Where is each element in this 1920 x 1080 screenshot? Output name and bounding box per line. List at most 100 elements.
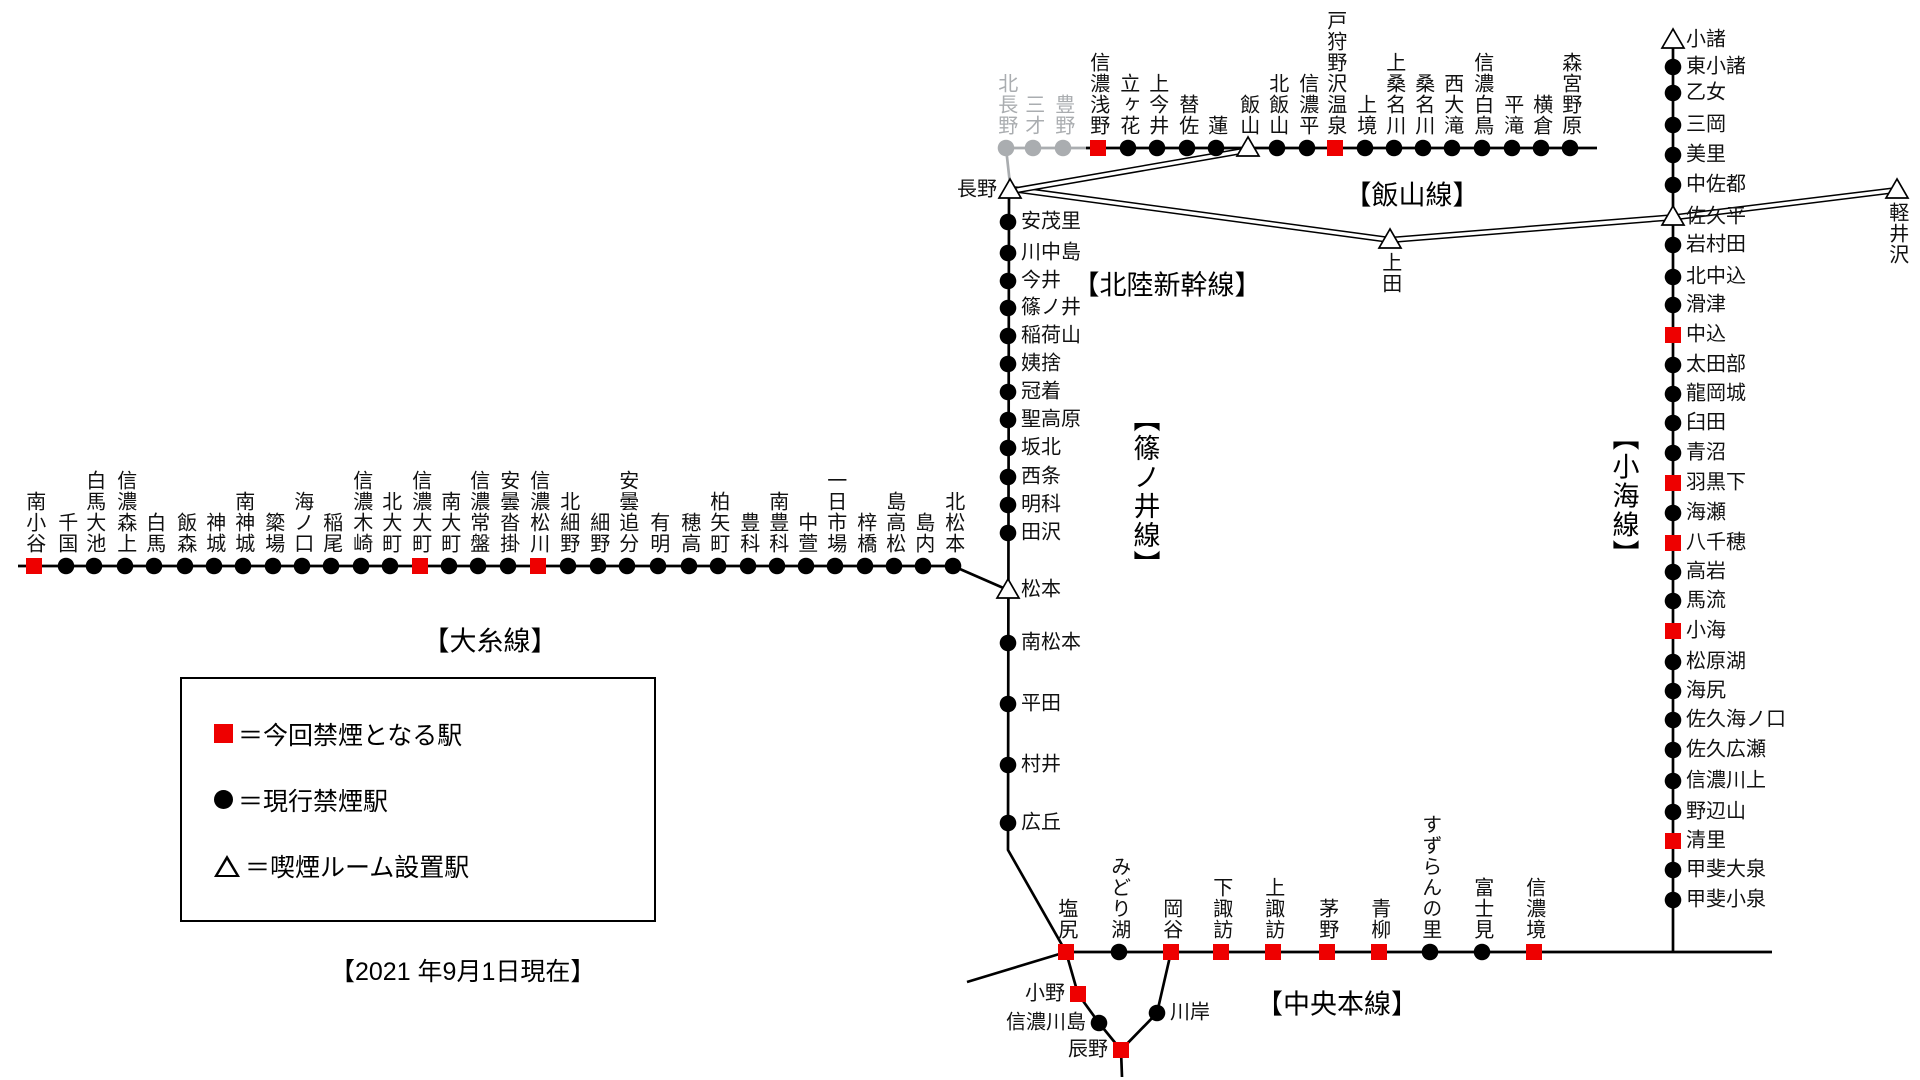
- station-marker-current: [649, 557, 667, 575]
- station-label: 龍岡城: [1686, 382, 1746, 405]
- station-label: 信濃森上: [113, 470, 136, 554]
- station-marker-current: [1664, 356, 1682, 374]
- station-label: 佐久海ノ口: [1686, 708, 1786, 731]
- legend-item-smoking-room: ＝喫煙ルーム設置駅: [214, 833, 654, 899]
- new-nonsmoking-square-icon: [214, 724, 233, 743]
- station-label: 簗場: [261, 512, 284, 554]
- station-label: 八千穂: [1686, 531, 1746, 554]
- station-marker-current: [176, 557, 194, 575]
- station-label: 信濃松川: [526, 470, 549, 554]
- station-label: 海尻: [1686, 679, 1726, 702]
- station-label: 神城: [202, 512, 225, 554]
- station-label: 南小谷: [22, 491, 45, 554]
- station-marker-current: [1178, 139, 1196, 157]
- station-marker-current: [1473, 139, 1491, 157]
- station-marker-current: [1532, 139, 1550, 157]
- station-marker-current: [264, 557, 282, 575]
- station-marker-new: [1058, 944, 1074, 960]
- station-marker-current: [589, 557, 607, 575]
- station-label: すずらんの里: [1418, 814, 1441, 940]
- station-label: 野辺山: [1686, 800, 1746, 823]
- station-marker-current: [1664, 861, 1682, 879]
- station-label: 上桑名川: [1382, 52, 1405, 136]
- station-marker-current: [1664, 176, 1682, 194]
- station-marker-current: [999, 468, 1017, 486]
- station-label: 軽井沢: [1885, 202, 1908, 265]
- legend-item-label: ＝今回禁煙となる駅: [238, 721, 463, 750]
- station-label: 北飯山: [1265, 73, 1288, 136]
- station-marker-new: [1113, 1042, 1129, 1058]
- station-marker-current: [856, 557, 874, 575]
- legend-item-current-nonsmoking: ＝現行禁煙駅: [214, 767, 654, 833]
- station-marker-current: [57, 557, 75, 575]
- station-label: 西大滝: [1440, 73, 1463, 136]
- station-marker-new: [26, 558, 42, 574]
- date-note: 【2021 年9月1日現在】: [330, 958, 596, 986]
- station-marker-smoking-room: [1884, 177, 1910, 199]
- smoking-room-triangle-icon: [214, 854, 240, 877]
- station-label: 千国: [54, 512, 77, 554]
- station-label: 川岸: [1170, 1001, 1210, 1024]
- station-marker-other-company: [1054, 139, 1072, 157]
- station-marker-new: [1526, 944, 1542, 960]
- station-marker-current: [999, 299, 1017, 317]
- station-label: 高岩: [1686, 560, 1726, 583]
- station-label: 川中島: [1021, 241, 1081, 264]
- station-marker-current: [1664, 444, 1682, 462]
- station-marker-current: [999, 814, 1017, 832]
- station-label: 飯森: [173, 512, 196, 554]
- station-label: 細野: [586, 512, 609, 554]
- station-marker-current: [1443, 139, 1461, 157]
- station-label: 茅野: [1315, 898, 1338, 940]
- station-label: 三岡: [1686, 113, 1726, 136]
- line-name-label: 【飯山線】: [1344, 180, 1480, 211]
- station-marker-current: [1664, 504, 1682, 522]
- station-label: 松本: [1021, 578, 1061, 601]
- legend-item-label: ＝喫煙ルーム設置駅: [245, 853, 470, 882]
- station-marker-current: [999, 213, 1017, 231]
- station-label: 佐久平: [1686, 205, 1746, 228]
- station-label: 桑名川: [1411, 73, 1434, 136]
- station-label: 島内: [911, 512, 934, 554]
- station-label: 清里: [1686, 829, 1726, 852]
- station-label: 乙女: [1686, 81, 1726, 104]
- station-marker-current: [709, 557, 727, 575]
- line-name-label: 【篠ノ井線】: [1129, 405, 1160, 579]
- station-label: 海瀬: [1686, 501, 1726, 524]
- station-marker-current: [1664, 711, 1682, 729]
- station-marker-current: [1664, 803, 1682, 821]
- station-marker-current: [1110, 943, 1128, 961]
- legend-box: ＝今回禁煙となる駅 ＝現行禁煙駅 ＝喫煙ルーム設置駅: [180, 677, 656, 922]
- station-marker-current: [1664, 772, 1682, 790]
- station-marker-current: [1664, 146, 1682, 164]
- station-marker-smoking-room: [995, 577, 1021, 599]
- station-label: 安曇沓掛: [496, 470, 519, 554]
- station-marker-current: [1148, 1004, 1166, 1022]
- station-label: 三才: [1021, 94, 1044, 136]
- station-marker-current: [293, 557, 311, 575]
- station-marker-current: [999, 272, 1017, 290]
- station-marker-new: [412, 558, 428, 574]
- station-label: 安曇追分: [615, 470, 638, 554]
- line-name-label: 【大糸線】: [422, 626, 558, 657]
- station-label: 替佐: [1175, 94, 1198, 136]
- station-label: 北細野: [556, 491, 579, 554]
- station-label: 安茂里: [1021, 210, 1081, 233]
- station-marker-current: [826, 557, 844, 575]
- station-marker-new: [1665, 833, 1681, 849]
- station-marker-current: [1561, 139, 1579, 157]
- station-marker-current: [1664, 385, 1682, 403]
- station-label: 蓮: [1204, 115, 1227, 136]
- station-label: 岡谷: [1159, 898, 1182, 940]
- station-marker-new: [1213, 944, 1229, 960]
- station-label: 長野: [957, 178, 997, 201]
- station-marker-current: [944, 557, 962, 575]
- station-label: 太田部: [1686, 353, 1746, 376]
- station-marker-smoking-room: [1235, 135, 1261, 157]
- station-label: 上今井: [1145, 73, 1168, 136]
- station-label: 滑津: [1686, 293, 1726, 316]
- station-marker-smoking-room: [1660, 27, 1686, 49]
- station-marker-smoking-room: [1377, 227, 1403, 249]
- station-label: 横倉: [1529, 94, 1552, 136]
